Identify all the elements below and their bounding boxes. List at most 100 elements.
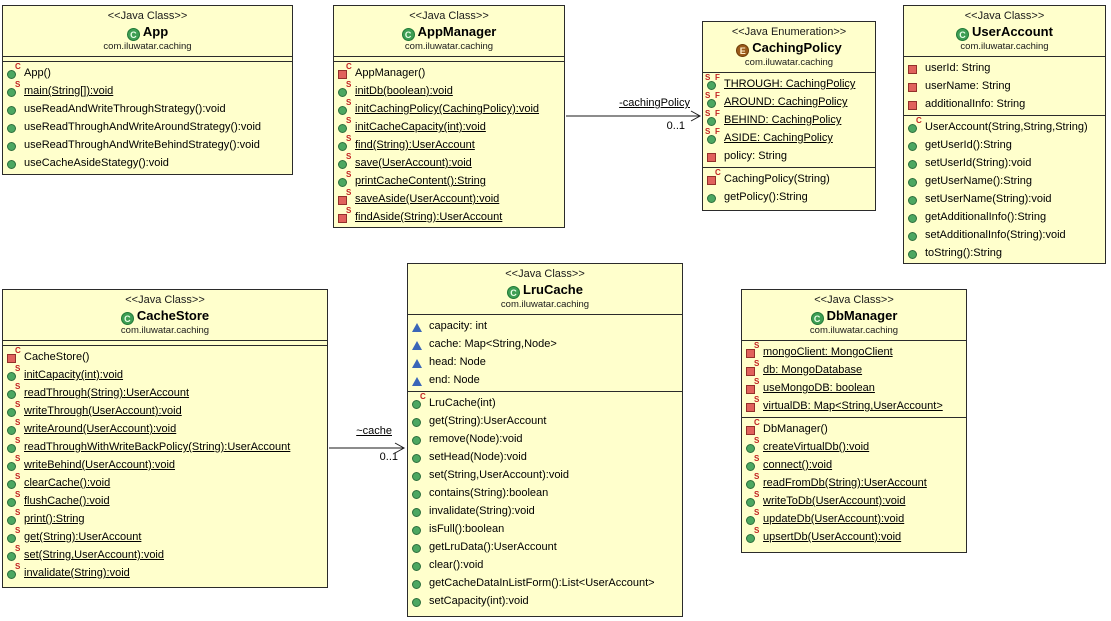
field-label: userId: String <box>925 62 991 74</box>
private-field-icon <box>907 61 922 75</box>
public-method-icon <box>411 540 426 554</box>
association-multiplicity-cachingpolicy: 0..1 <box>666 120 685 132</box>
method-label: connect():void <box>763 459 833 471</box>
public-method-icon: S <box>6 509 21 526</box>
method-label: UserAccount(String,String,String) <box>925 121 1088 133</box>
method-label: findAside(String):UserAccount <box>355 211 503 223</box>
public-method-icon: S <box>745 473 760 490</box>
field-label: THROUGH: CachingPolicy <box>724 78 856 90</box>
method-label: getUserName():String <box>925 175 1032 187</box>
public-constructor-icon: C <box>6 63 21 80</box>
field-row: cache: Map<String,Node> <box>411 335 679 353</box>
method-label: main(String[]):void <box>24 85 114 97</box>
method-label: setUserName(String):void <box>925 193 1052 205</box>
method-row: invalidate(String):void <box>411 502 679 520</box>
method-label: readFromDb(String):UserAccount <box>763 477 927 489</box>
public-constructor-icon: C <box>411 393 426 410</box>
public-method-icon <box>907 192 922 206</box>
method-row: contains(String):boolean <box>411 484 679 502</box>
class-name: DbManager <box>826 308 898 323</box>
method-label: getUserId():String <box>925 139 1012 151</box>
method-row: getCacheDataInListForm():List<UserAccoun… <box>411 574 679 592</box>
public-method-icon <box>411 522 426 536</box>
class-name: LruCache <box>523 282 583 297</box>
public-method-icon: S <box>6 473 21 490</box>
method-label: setCapacity(int):void <box>429 595 529 607</box>
method-row: useReadThroughAndWriteAroundStrategy():v… <box>6 118 289 136</box>
public-method-icon: S <box>337 135 352 152</box>
method-label: printCacheContent():String <box>355 175 486 187</box>
field-label: head: Node <box>429 356 486 368</box>
stereotype-label: <<Java Class>> <box>107 10 188 22</box>
public-constructor-icon: C <box>907 117 922 134</box>
public-method-icon <box>411 504 426 518</box>
method-label: AppManager() <box>355 67 426 79</box>
method-row: getPolicy():String <box>706 188 872 206</box>
stereotype-label: <<Java Class>> <box>125 294 205 306</box>
class-icon: C <box>956 28 970 41</box>
method-row: getAdditionalInfo():String <box>907 208 1102 226</box>
public-method-icon: S <box>6 383 21 400</box>
public-method-icon <box>411 486 426 500</box>
class-name: CachingPolicy <box>752 40 842 55</box>
public-method-icon: S <box>6 81 21 98</box>
method-label: saveAside(UserAccount):void <box>355 193 500 205</box>
public-method-icon <box>907 210 922 224</box>
method-row: clear():void <box>411 556 679 574</box>
public-method-icon <box>907 228 922 242</box>
fields-compartment-empty <box>3 57 292 62</box>
method-label: initCachingPolicy(CachingPolicy):void <box>355 103 540 115</box>
method-row: useReadAndWriteThroughStrategy():void <box>6 100 289 118</box>
package-label: com.iluwatar.caching <box>103 41 192 52</box>
method-row: isFull():boolean <box>411 520 679 538</box>
fields-compartment-empty <box>3 341 327 346</box>
private-field-icon: S <box>745 360 760 377</box>
public-method-icon: S <box>337 117 352 134</box>
package-label: com.iluwatar.caching <box>500 299 590 310</box>
method-label: setHead(Node):void <box>429 451 527 463</box>
method-label: isFull():boolean <box>429 523 505 535</box>
package-label: com.iluwatar.caching <box>404 41 494 52</box>
method-label: updateDb(UserAccount):void <box>763 513 905 525</box>
method-row: getUserId():String <box>907 136 1102 154</box>
class-name: UserAccount <box>972 24 1053 39</box>
field-row: head: Node <box>411 353 679 371</box>
public-method-icon <box>907 156 922 170</box>
stereotype-label: <<Java Class>> <box>964 10 1045 22</box>
public-method-icon <box>411 594 426 608</box>
method-row: getLruData():UserAccount <box>411 538 679 556</box>
field-label: ASIDE: CachingPolicy <box>724 132 833 144</box>
method-row: set(String,UserAccount):void <box>411 466 679 484</box>
